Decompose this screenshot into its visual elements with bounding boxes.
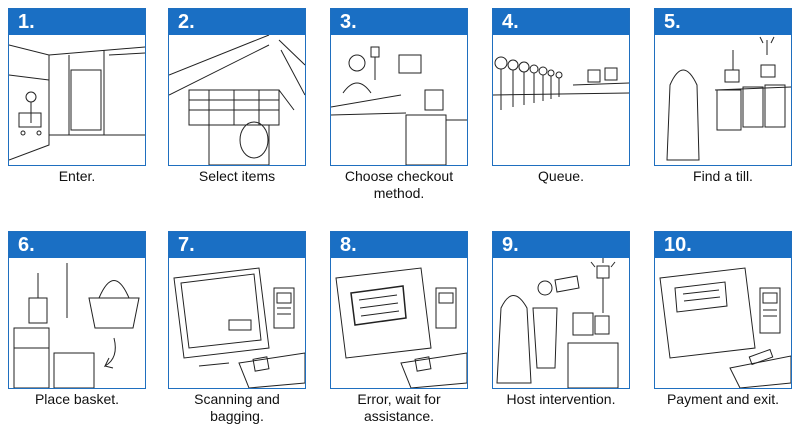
scanning-illustration <box>169 258 305 388</box>
step-frame: 10. <box>654 231 792 389</box>
step-number: 9. <box>502 234 519 256</box>
step-number-badge: 5. <box>655 9 791 35</box>
step-number: 6. <box>18 234 35 256</box>
checkout-choice-illustration <box>331 35 467 165</box>
place-basket-illustration <box>9 258 145 388</box>
step-number: 2. <box>178 11 195 33</box>
step-number-badge: 10. <box>655 232 791 258</box>
find-till-illustration <box>655 35 791 165</box>
step-caption: Error, wait for assistance. <box>357 391 441 424</box>
step-caption: Place basket. <box>34 391 120 407</box>
step-number-badge: 8. <box>331 232 467 258</box>
step-caption: Scanning and bagging. <box>194 391 280 424</box>
step-number: 7. <box>178 234 195 256</box>
step-caption: Payment and exit. <box>666 391 780 407</box>
step-caption: Host intervention. <box>506 391 616 407</box>
step-number-badge: 2. <box>169 9 305 35</box>
step-frame: 4. <box>492 8 630 166</box>
step-number: 4. <box>502 11 519 33</box>
step-number: 5. <box>664 11 681 33</box>
host-intervention-illustration <box>493 258 629 388</box>
payment-illustration <box>655 258 791 388</box>
step-frame: 5. <box>654 8 792 166</box>
enter-store-illustration <box>9 35 145 165</box>
queue-illustration <box>493 35 629 165</box>
step-number: 1. <box>18 11 35 33</box>
step-number: 8. <box>340 234 357 256</box>
step-frame: 9. <box>492 231 630 389</box>
step-number-badge: 1. <box>9 9 145 35</box>
step-number-badge: 3. <box>331 9 467 35</box>
step-number-badge: 9. <box>493 232 629 258</box>
step-caption: Choose checkout method. <box>344 168 454 201</box>
step-frame: 2. <box>168 8 306 166</box>
step-caption: Find a till. <box>693 168 753 184</box>
select-items-illustration <box>169 35 305 165</box>
step-number-badge: 6. <box>9 232 145 258</box>
step-number: 10. <box>664 234 692 256</box>
error-screen-illustration <box>331 258 467 388</box>
step-number-badge: 7. <box>169 232 305 258</box>
step-frame: 8. <box>330 231 468 389</box>
step-frame: 3. <box>330 8 468 166</box>
step-caption: Queue. <box>538 168 584 184</box>
step-frame: 7. <box>168 231 306 389</box>
step-caption: Select items <box>198 168 276 184</box>
step-frame: 6. <box>8 231 146 389</box>
step-frame: 1. <box>8 8 146 166</box>
step-caption: Enter. <box>58 168 96 184</box>
step-number: 3. <box>340 11 357 33</box>
step-number-badge: 4. <box>493 9 629 35</box>
